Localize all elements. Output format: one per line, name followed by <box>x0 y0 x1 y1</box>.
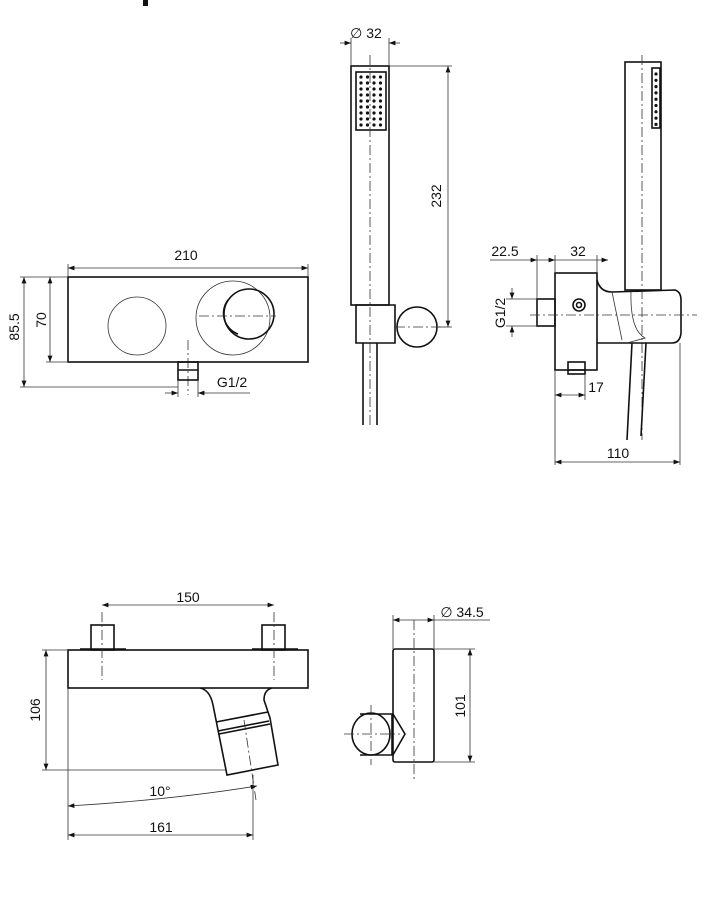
dim-centers: 150 <box>176 589 200 605</box>
spray-nozzle-dot <box>365 117 370 121</box>
spray-nozzle-dot <box>365 123 370 127</box>
spray-nozzle-dot <box>654 116 658 120</box>
spray-nozzle-dot <box>359 99 363 103</box>
side-connector <box>536 298 556 327</box>
spray-nozzle-dot <box>365 105 370 109</box>
spray-nozzle-dot <box>378 87 383 91</box>
spray-nozzle-dot <box>378 123 383 127</box>
spray-nozzle-dot <box>372 81 376 85</box>
knob <box>223 288 275 340</box>
side-hose <box>626 342 633 441</box>
spray-nozzle-dot <box>654 103 658 108</box>
dim-connector-offset: 22.5 <box>491 243 518 259</box>
spray-nozzle-dot <box>378 105 383 109</box>
dim-shower-length: 232 <box>428 184 444 208</box>
cropped-title-fragment <box>143 0 148 6</box>
dim-shower-diameter: ∅ 32 <box>350 25 382 41</box>
dim-height-total: 85.5 <box>6 313 22 340</box>
spray-nozzle-dot <box>378 81 383 85</box>
dim-holder-height: 101 <box>452 694 468 718</box>
dim-projection: 161 <box>149 819 173 835</box>
knob-edge <box>222 299 239 335</box>
spray-nozzle-dot <box>359 117 363 121</box>
spray-nozzle-dot <box>378 111 383 115</box>
inlet-stub-left <box>90 624 115 651</box>
side-cylinder <box>596 279 682 344</box>
spray-nozzle-dot <box>365 93 370 97</box>
side-shower-body <box>624 61 662 291</box>
spray-nozzle-dot <box>372 105 376 109</box>
bath-mixer-view: 150 106 10° 161 <box>27 589 309 840</box>
side-view: 22.5 32 G1/2 17 110 <box>490 55 697 465</box>
spray-nozzle-dot <box>365 111 370 115</box>
spray-nozzle-dot <box>378 75 383 79</box>
dim-outlet-thread: G1/2 <box>217 374 248 390</box>
spray-nozzle-dot <box>365 99 370 103</box>
spray-nozzle-dot <box>378 93 383 97</box>
hand-shower-view: ∅ 32 232 <box>340 25 452 425</box>
holder-view: ∅ 34.5 101 <box>344 604 490 780</box>
front-view: 210 85.5 70 G1/2 <box>6 247 309 397</box>
spray-nozzle-dot <box>359 111 363 115</box>
dim-width: 210 <box>174 247 198 263</box>
dim-holder-diameter: ∅ 34.5 <box>440 604 484 620</box>
spray-nozzle-dot <box>654 122 658 126</box>
spray-nozzle-dot <box>654 72 658 76</box>
dim-outlet-offset: 17 <box>588 379 604 395</box>
spray-nozzle-dot <box>378 117 383 121</box>
spray-nozzle-dot <box>359 87 363 91</box>
spray-nozzle-dot <box>654 91 658 95</box>
spray-nozzle-dot <box>654 110 658 114</box>
spout <box>199 687 279 776</box>
dim-connector-thread: G1/2 <box>492 298 508 329</box>
spray-nozzle-dot <box>359 105 363 109</box>
spray-nozzle-dot <box>365 75 370 79</box>
spray-nozzle-dot <box>359 123 363 127</box>
knob-rosette <box>195 280 271 356</box>
side-mixer-body <box>554 272 598 371</box>
spray-nozzle-dot <box>365 81 370 85</box>
dim-total-depth: 110 <box>607 445 630 461</box>
dim-angle: 10° <box>149 783 170 799</box>
spray-nozzle-dot <box>372 123 376 127</box>
holder-cylinder <box>392 648 435 763</box>
spray-nozzle-dot <box>654 78 658 82</box>
spray-nozzle-dot <box>378 99 383 103</box>
spray-nozzle-dot <box>372 99 376 103</box>
bath-mixer-body <box>67 649 309 689</box>
spray-nozzle-dot <box>372 111 376 115</box>
spray-nozzle-dot <box>359 81 363 85</box>
holder-bracket <box>355 304 396 344</box>
dim-height-body: 70 <box>33 312 49 328</box>
spray-nozzle-dot <box>372 75 376 79</box>
dim-height: 106 <box>27 698 43 722</box>
spray-nozzle-dot <box>372 117 376 121</box>
spray-nozzle-dot <box>372 87 376 91</box>
spray-nozzle-dot <box>365 87 370 91</box>
spray-face <box>355 71 387 131</box>
left-cap-circle <box>107 296 167 356</box>
spray-nozzle-dot <box>359 75 363 79</box>
dim-body-depth: 32 <box>570 243 586 259</box>
inlet-stub-right <box>261 624 286 651</box>
spray-nozzle-dot <box>654 85 658 89</box>
outlet-stub <box>177 361 199 381</box>
spray-nozzle-dot <box>372 93 376 97</box>
spray-nozzle-dot <box>359 93 363 97</box>
spray-nozzle-dot <box>654 97 658 101</box>
